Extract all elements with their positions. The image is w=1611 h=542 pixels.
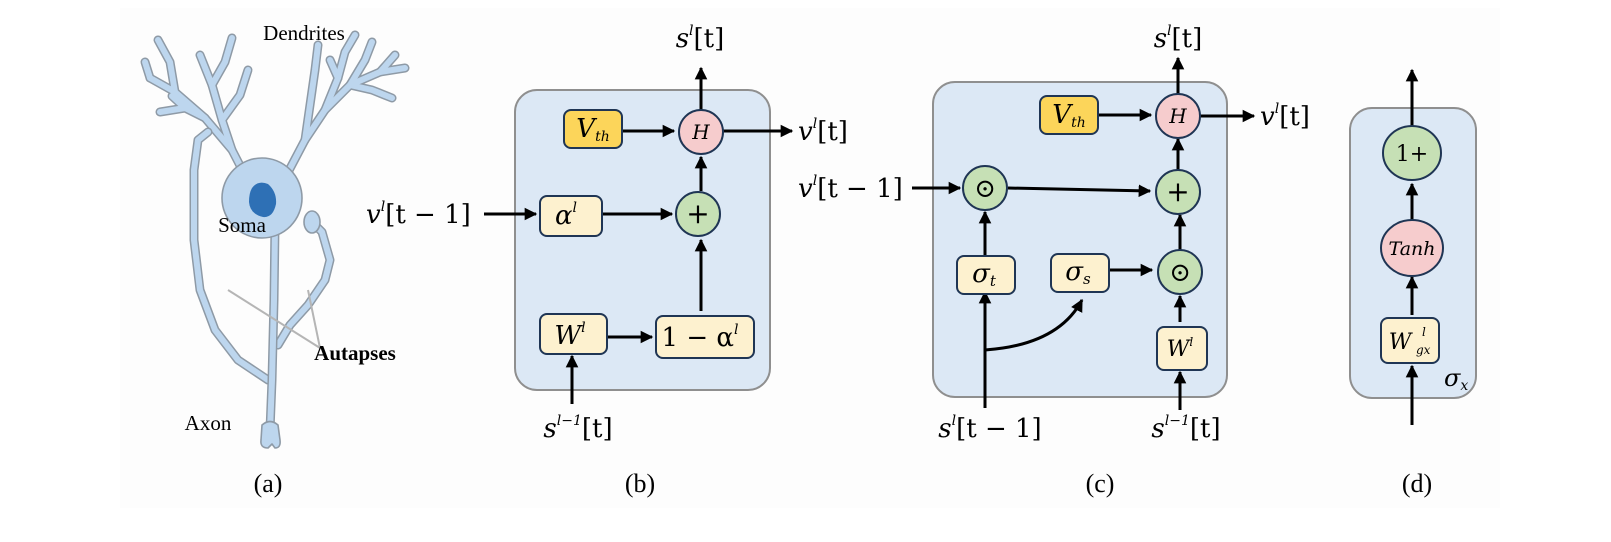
svg-text:Wl: Wl (1167, 335, 1194, 362)
caption-b: (b) (625, 469, 655, 498)
wire-c-branch-to-sigmas (984, 298, 1084, 352)
label-b-s-out: sl[t] (676, 23, 725, 54)
label-axon: Axon (185, 411, 232, 435)
dendrites-right (280, 30, 410, 183)
node-c-heaviside: H (1155, 93, 1201, 139)
label-b-s-in: sl−1[t] (543, 413, 612, 444)
node-weight: Wl (539, 313, 608, 355)
panel-c-container (932, 81, 1228, 398)
node-c-odot-spatial: ⊙ (1157, 249, 1203, 295)
node-d-weight: W l gx (1380, 317, 1440, 364)
nucleus (249, 182, 277, 218)
svg-text:⊙: ⊙ (974, 174, 996, 204)
svg-text:Wl: Wl (554, 320, 585, 351)
node-c-odot-temporal: ⊙ (962, 165, 1008, 211)
node-vth: Vth (563, 109, 623, 149)
node-c-sigma-s: σs (1050, 253, 1110, 293)
label-c-v-out: vl[t] (1260, 101, 1310, 132)
autapse-left-branch (189, 127, 273, 385)
panel-b-lif-neuron: Vth H + αl Wl 1 − αl sl[t] vl[t] vl[t − … (366, 23, 848, 444)
svg-text:l: l (1422, 325, 1426, 339)
panel-a-neuron-illustration: Dendrites Soma Autapses Axon (140, 21, 410, 449)
node-d-one-plus: 1+ (1382, 125, 1442, 181)
node-d-tanh: Tanh (1380, 219, 1444, 277)
node-alpha: αl (539, 195, 603, 237)
node-plus: + (675, 191, 721, 237)
autapses-pointer-1 (227, 289, 321, 349)
svg-text:1 − αl: 1 − αl (662, 322, 739, 353)
label-dendrites: Dendrites (263, 21, 345, 45)
svg-text:gx: gx (1416, 343, 1431, 357)
label-c-s-prev: sl[t − 1] (938, 413, 1041, 444)
caption-a: (a) (254, 469, 283, 498)
autapse-right-branch (273, 215, 335, 350)
svg-text:Tanh: Tanh (1389, 238, 1436, 260)
autapses-pointer-2 (307, 289, 321, 349)
autapse-bouton (303, 210, 321, 234)
svg-text:1+: 1+ (1396, 142, 1428, 167)
svg-text:Vth: Vth (1052, 100, 1085, 131)
axon-terminal (260, 420, 281, 449)
label-b-v-out: vl[t] (798, 116, 848, 147)
wire-c-odot-to-plus (1007, 184, 1152, 198)
label-c-s-out: sl[t] (1154, 23, 1203, 54)
svg-text:W: W (1389, 330, 1414, 355)
svg-text:αl: αl (555, 200, 577, 231)
svg-text:σs: σs (1065, 257, 1091, 288)
svg-text:H: H (691, 120, 710, 144)
panel-d-gate-function: 1+ Tanh W l gx σx (1349, 68, 1477, 425)
svg-text:⊙: ⊙ (1169, 258, 1191, 288)
panel-c-gated-neuron: Vth H + ⊙ ⊙ σt σs Wl sl[ (798, 23, 1310, 444)
svg-text:σt: σt (972, 259, 997, 290)
label-c-v-in: vl[t − 1] (798, 173, 903, 204)
axon (260, 220, 281, 449)
svg-text:H: H (1168, 104, 1187, 128)
label-b-v-in: vl[t − 1] (366, 199, 471, 230)
node-c-vth: Vth (1039, 95, 1099, 135)
node-heaviside: H (678, 109, 724, 155)
caption-c: (c) (1086, 469, 1115, 498)
node-c-sigma-t: σt (956, 255, 1016, 295)
svg-text:+: + (686, 197, 709, 230)
node-c-weight: Wl (1156, 326, 1208, 371)
caption-d: (d) (1402, 469, 1432, 498)
node-one-minus-alpha: 1 − αl (655, 315, 755, 359)
svg-text:+: + (1166, 175, 1189, 208)
node-c-plus: + (1155, 169, 1201, 215)
svg-text:Vth: Vth (576, 114, 609, 145)
label-c-s-in: sl−1[t] (1151, 413, 1220, 444)
label-d-sigma-x: σx (1444, 364, 1468, 394)
dendrites-left (140, 33, 255, 190)
label-autapses: Autapses (314, 341, 396, 365)
label-soma: Soma (218, 213, 267, 237)
